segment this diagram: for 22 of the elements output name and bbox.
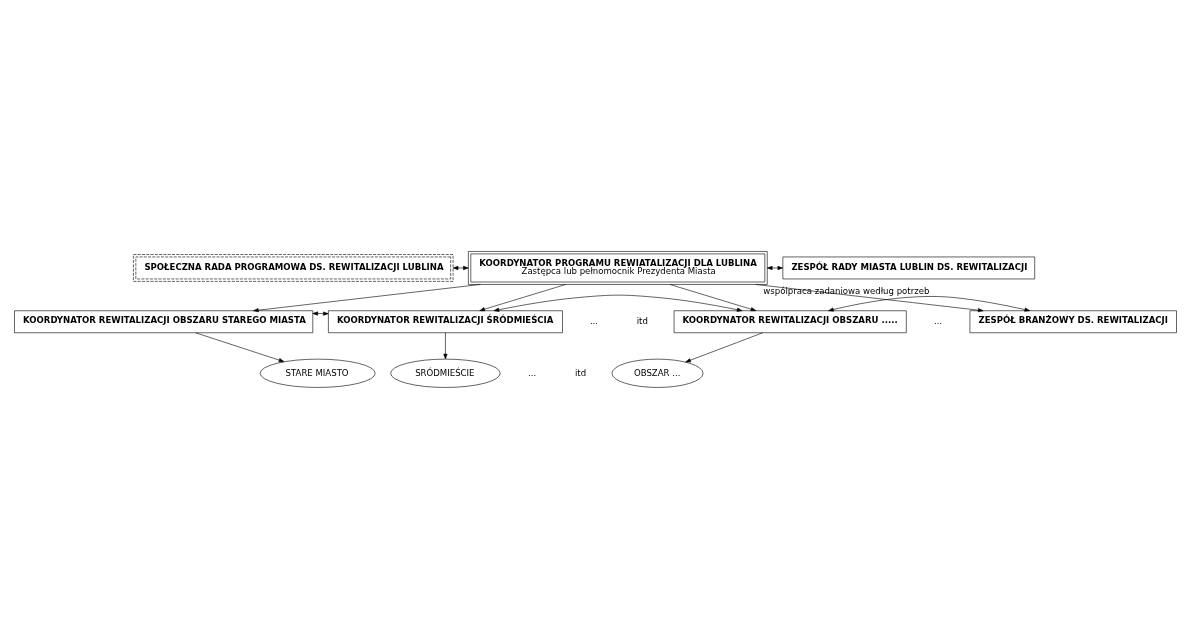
node-box: KOORDYNATOR REWITALIZACJI ŚRÓDMIEŚCIA bbox=[328, 310, 563, 334]
arrow bbox=[253, 284, 481, 313]
label: itd bbox=[636, 316, 648, 326]
arrow bbox=[766, 265, 784, 270]
node-ellipse: SRÓDMIEŚCIE bbox=[390, 358, 501, 388]
node-box: ZESPÓŁ RADY MIASTA LUBLIN DS. REWITALIZACJI bbox=[782, 256, 1035, 280]
label: itd bbox=[574, 367, 587, 378]
arrow bbox=[493, 294, 743, 312]
edge-label: wspólpraca zadaniowa według potrzeb bbox=[763, 286, 930, 297]
label: ... bbox=[528, 367, 537, 378]
arrow bbox=[443, 332, 448, 360]
arrow bbox=[685, 332, 763, 363]
arrow bbox=[669, 284, 757, 312]
arrow bbox=[195, 332, 285, 363]
label: ... bbox=[934, 316, 943, 326]
arrow bbox=[828, 296, 1030, 312]
arrow bbox=[479, 284, 566, 312]
arrow bbox=[312, 311, 329, 316]
node-box: KOORDYNATOR REWITALIZACJI OBSZARU ..... bbox=[673, 310, 907, 334]
label: ... bbox=[589, 316, 599, 326]
arrow bbox=[755, 284, 984, 313]
arrow bbox=[452, 265, 469, 270]
